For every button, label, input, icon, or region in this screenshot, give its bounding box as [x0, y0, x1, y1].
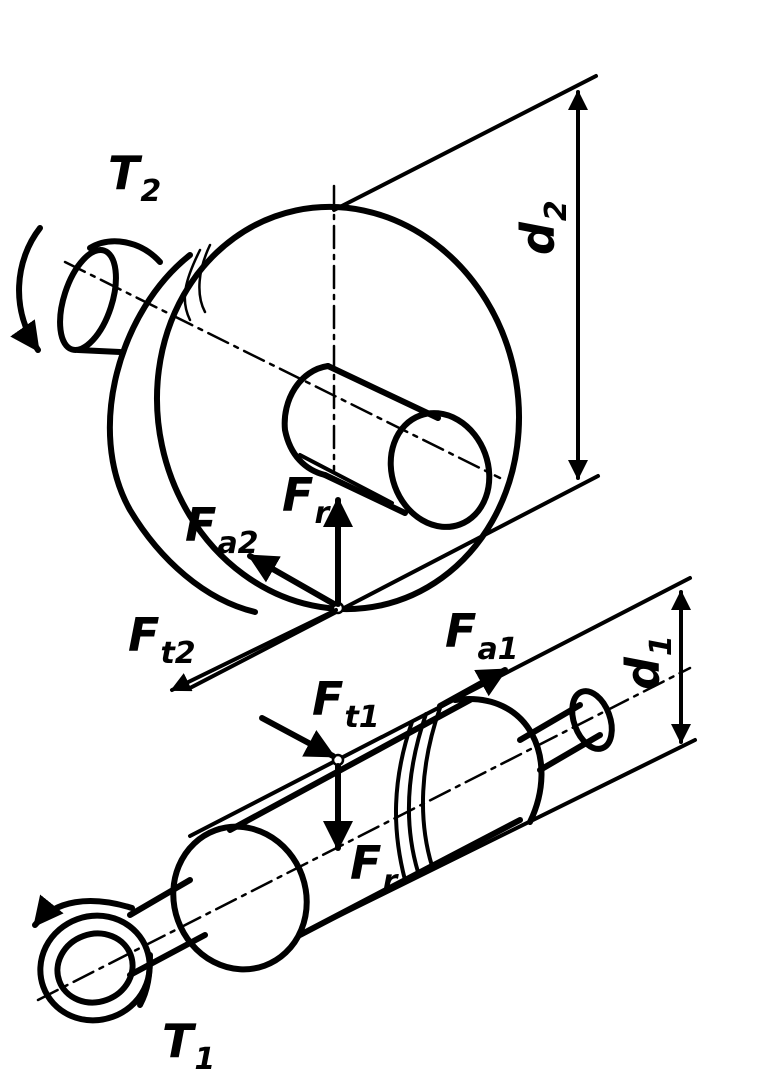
lower-axis-centerline: [36, 666, 692, 1002]
fa2-arrow: [247, 553, 337, 607]
label-ft2: Ft2: [128, 608, 196, 671]
upper-shaft-stub: [57, 238, 163, 355]
upper-pitch-line-top: [332, 74, 598, 212]
upper-forces: [170, 497, 353, 692]
label-fa1: Fa1: [445, 604, 519, 667]
lower-forces: [259, 667, 508, 851]
fa1-arrow: [437, 667, 508, 709]
upper-gear-front-face: [153, 203, 523, 613]
label-t2: T2: [108, 146, 162, 209]
label-d2: d2: [511, 200, 574, 255]
upper-gear-rim-hatch: [183, 243, 212, 322]
lower-worm-shaft: [36, 666, 692, 1024]
label-fr-bottom: Fr: [350, 836, 398, 899]
upper-axis-centerline: [63, 260, 502, 480]
t1-rotation-arrow: [32, 894, 135, 928]
label-fr-top: Fr: [282, 468, 330, 531]
pitch-lines: [188, 74, 697, 937]
label-t1: T1: [162, 1014, 216, 1077]
t1-rotation-tail: [137, 952, 153, 1008]
upper-gear-back-rim: [107, 252, 258, 615]
upper-pitch-line-bottom: [188, 474, 600, 690]
label-fa2: Fa2: [185, 498, 259, 561]
label-ft1: Ft1: [312, 672, 380, 735]
t2-rotation-arrow: [10, 225, 43, 353]
ft2-arrow: [170, 608, 338, 692]
label-d1: d1: [616, 635, 679, 690]
ft1-arrow: [259, 715, 336, 759]
upper-gear: [57, 184, 523, 615]
upper-gear-hub: [281, 363, 493, 530]
